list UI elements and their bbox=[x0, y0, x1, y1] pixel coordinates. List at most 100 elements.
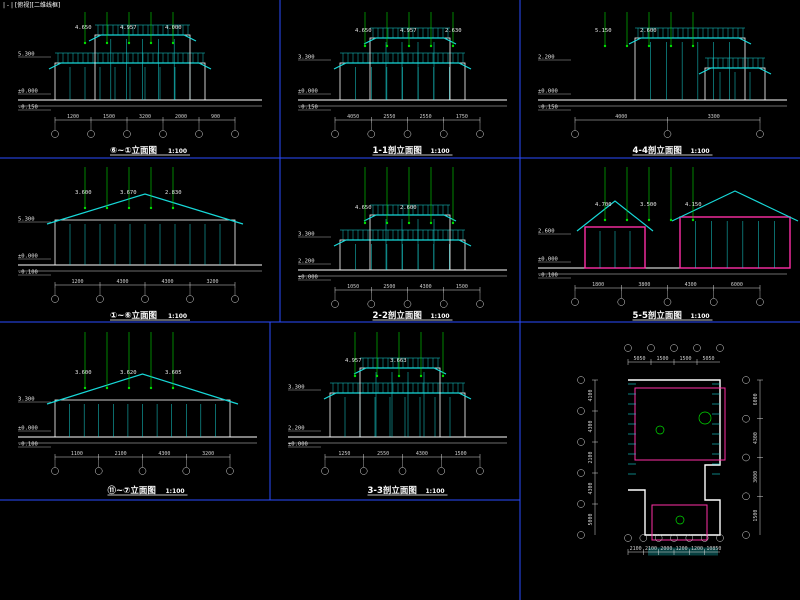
leader-dot bbox=[149, 41, 153, 45]
plan-axis-bubble bbox=[742, 531, 750, 539]
plan-axis-bubble bbox=[577, 469, 585, 477]
level-label: 2.200 bbox=[298, 259, 315, 265]
axis-bubble bbox=[571, 298, 579, 306]
elevation-mark: 5.150 bbox=[595, 28, 612, 34]
axis-bubble bbox=[226, 467, 234, 475]
leader-dot bbox=[385, 44, 389, 48]
level-label: 2.200 bbox=[538, 55, 555, 61]
plan-dimension-value: 2000 bbox=[660, 546, 672, 552]
plan-axis-bubble bbox=[647, 344, 655, 352]
leader-dot bbox=[105, 41, 109, 45]
dimension-value: 1500 bbox=[456, 284, 468, 290]
axis-bubble bbox=[51, 295, 59, 303]
axis-bubble bbox=[403, 300, 412, 308]
leader-dot bbox=[669, 218, 673, 222]
dimension-value: 3200 bbox=[202, 451, 214, 457]
plan-dimension-value: 2100 bbox=[630, 546, 642, 552]
leader-dot bbox=[451, 44, 455, 48]
leader-dot bbox=[451, 221, 455, 225]
level-label: 3.300 bbox=[288, 385, 305, 391]
axis-bubble bbox=[367, 300, 375, 308]
elevation-mark: 2.600 bbox=[640, 28, 657, 34]
axis-bubble bbox=[159, 130, 167, 138]
dimension-value: 3200 bbox=[139, 114, 151, 120]
axis-bubble bbox=[186, 295, 194, 303]
axis-bubble bbox=[476, 300, 484, 308]
leader-dot bbox=[83, 41, 87, 45]
dimension-value: 1200 bbox=[72, 279, 84, 285]
view-title: 5-5剖立面图 bbox=[633, 310, 682, 321]
plan-dimension-value: 1500 bbox=[657, 356, 669, 362]
plan-axis-bubble bbox=[742, 453, 750, 462]
leader-dot bbox=[171, 41, 175, 45]
dimension-value: 3300 bbox=[708, 114, 720, 120]
axis-bubble bbox=[331, 130, 339, 138]
view-scale: 1:100 bbox=[168, 313, 187, 320]
dimension-value: 3200 bbox=[207, 279, 219, 285]
dimension-value: 4300 bbox=[685, 282, 697, 288]
axis-bubble bbox=[617, 298, 625, 306]
dimension-value: 2550 bbox=[377, 451, 389, 457]
leader-dot bbox=[419, 374, 423, 378]
dimension-value: 4300 bbox=[158, 451, 170, 457]
dimension-value: 2550 bbox=[383, 114, 395, 120]
level-label: ±0.000 bbox=[288, 442, 308, 448]
dimension-value: 900 bbox=[211, 114, 220, 120]
axis-bubble bbox=[87, 130, 95, 138]
dimension-value: 2000 bbox=[175, 114, 187, 120]
plan-axis-bubble bbox=[577, 500, 585, 508]
level-label: -0.150 bbox=[298, 105, 318, 111]
axis-bubble bbox=[96, 295, 104, 303]
level-label: -0.100 bbox=[18, 270, 38, 276]
level-label: ±0.000 bbox=[298, 275, 318, 281]
axis-bubble bbox=[231, 130, 239, 138]
plan-axis-bubble bbox=[577, 376, 585, 384]
leader-dot bbox=[647, 218, 651, 222]
leader-dot bbox=[625, 44, 629, 48]
view-title: 4-4剖立面图 bbox=[633, 145, 682, 156]
roof-eave bbox=[698, 67, 772, 75]
leader-dot bbox=[625, 218, 629, 222]
elevation-mark: 3.663 bbox=[390, 358, 407, 364]
elevation-mark: 2.630 bbox=[445, 28, 462, 34]
roof-eave bbox=[333, 62, 472, 70]
viewport-label[interactable]: | - | [俯视][二维线框] bbox=[3, 1, 60, 9]
plan-axis-bubble bbox=[577, 531, 585, 539]
plan-dimension-value: 1500 bbox=[680, 356, 692, 362]
leader-dot bbox=[375, 374, 379, 378]
leader-dot bbox=[105, 206, 109, 210]
plan-dimension-value: 5000 bbox=[588, 513, 594, 525]
leader-dot bbox=[363, 44, 367, 48]
dimension-value: 3800 bbox=[638, 282, 650, 288]
roof-eave bbox=[333, 239, 472, 247]
level-label: 3.300 bbox=[298, 232, 315, 238]
level-label: -0.100 bbox=[18, 442, 38, 448]
view-scale: 1:100 bbox=[691, 313, 710, 320]
plan-dimension-value: 1200 bbox=[691, 546, 703, 552]
plan-fixture bbox=[675, 515, 685, 525]
plan-axis-bubble bbox=[742, 376, 750, 384]
elevation-mark: 4.957 bbox=[345, 358, 362, 364]
plan-axis-bubble bbox=[624, 534, 632, 542]
leader-dot bbox=[83, 386, 87, 390]
view-title: 1-1剖立面图 bbox=[373, 145, 422, 156]
leader-dot bbox=[149, 386, 153, 390]
plan-fixture bbox=[698, 411, 712, 425]
dimension-value: 4300 bbox=[117, 279, 129, 285]
leader-dot bbox=[603, 218, 607, 222]
axis-bubble bbox=[663, 130, 672, 138]
plan-axis-bubble bbox=[624, 344, 632, 352]
leader-dot bbox=[407, 221, 411, 225]
axis-bubble bbox=[663, 298, 672, 306]
